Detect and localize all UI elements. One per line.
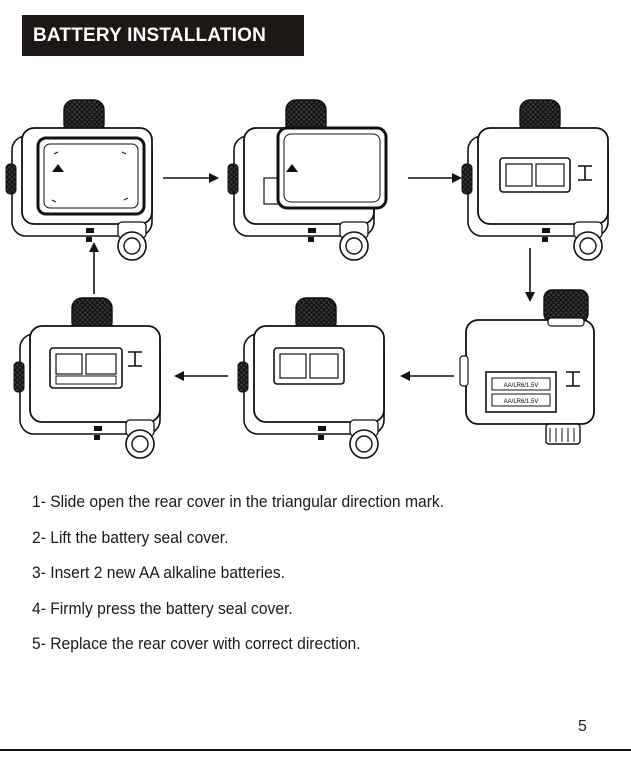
instruction-step: 2- Lift the battery seal cover. [32, 520, 444, 556]
instruction-step: 1- Slide open the rear cover in the tria… [32, 484, 444, 520]
step5-timer-illustration [238, 298, 384, 458]
battery-label-1: AA/LR6/1.5V [504, 383, 539, 389]
footer-rule [0, 749, 631, 751]
instruction-step: 5- Replace the rear cover with correct d… [32, 626, 444, 662]
section-title: BATTERY INSTALLATION [22, 15, 304, 56]
step6-timer-illustration [14, 298, 160, 458]
step1-timer-illustration [6, 100, 152, 260]
step4-timer-illustration: AA/LR6/1.5V AA/LR6/1.5V [460, 290, 594, 444]
instruction-step: 4- Firmly press the battery seal cover. [32, 591, 444, 627]
battery-installation-diagram: AA/LR6/1.5V AA/LR6/1.5V [0, 80, 631, 460]
step2-timer-illustration [228, 100, 386, 260]
step3-timer-illustration [462, 100, 608, 260]
battery-label-2: AA/LR6/1.5V [504, 399, 539, 405]
instruction-list: 1- Slide open the rear cover in the tria… [32, 484, 480, 662]
page-number: 5 [578, 718, 587, 736]
section-title-text: BATTERY INSTALLATION [33, 25, 266, 47]
instruction-step: 3- Insert 2 new AA alkaline batteries. [32, 555, 444, 591]
